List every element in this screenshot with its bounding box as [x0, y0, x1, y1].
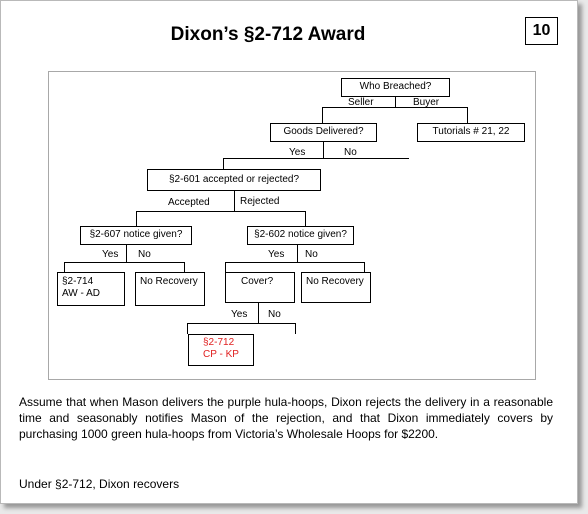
section-712-box: §2-712 CP - KP	[188, 334, 254, 366]
notice-607-yes: Yes	[102, 249, 119, 260]
scenario-paragraph: Assume that when Mason delivers the purp…	[19, 395, 553, 441]
no-recovery-left-box: No Recovery	[135, 272, 205, 306]
flowchart-connectors	[64, 97, 468, 334]
cover-box: Cover?	[225, 272, 295, 303]
section-714-box: §2-714 AW - AD	[57, 272, 125, 306]
notice-607-no: No	[138, 249, 151, 260]
notice-602-box: §2-602 notice given?	[247, 226, 354, 245]
goods-delivered-yes: Yes	[289, 147, 306, 158]
seller-label: Seller	[348, 97, 374, 108]
no-recovery-right-box: No Recovery	[301, 272, 371, 303]
notice-602-yes: Yes	[268, 249, 285, 260]
goods-delivered-box: Goods Delivered?	[270, 123, 377, 142]
section-712-formula: CP - KP	[203, 349, 239, 360]
page-number-box: 10	[525, 17, 558, 45]
section-714-title: §2-714	[62, 276, 94, 287]
question-text: Under §2-712, Dixon recovers	[19, 477, 180, 491]
accepted-or-rejected-box: §2-601 accepted or rejected?	[147, 169, 321, 191]
accepted-label: Accepted	[168, 197, 210, 208]
buyer-label: Buyer	[413, 97, 440, 108]
section-714-formula: AW - AD	[62, 288, 100, 299]
cover-no: No	[268, 309, 281, 320]
notice-602-no: No	[305, 249, 318, 260]
slide-title: Dixon’s §2-712 Award	[170, 24, 366, 45]
notice-607-box: §2-607 notice given?	[80, 226, 192, 245]
slide: Dixon’s §2-712 Award 10	[0, 0, 578, 504]
goods-delivered-no: No	[344, 147, 357, 158]
tutorials-box: Tutorials # 21, 22	[417, 123, 525, 142]
section-712-title: §2-712	[203, 337, 235, 348]
flowchart-panel: Who Breached? Seller Buyer Goods Deliver…	[48, 71, 536, 380]
cover-yes: Yes	[231, 309, 248, 320]
rejected-label: Rejected	[240, 196, 280, 207]
who-breached-box: Who Breached?	[341, 78, 450, 97]
